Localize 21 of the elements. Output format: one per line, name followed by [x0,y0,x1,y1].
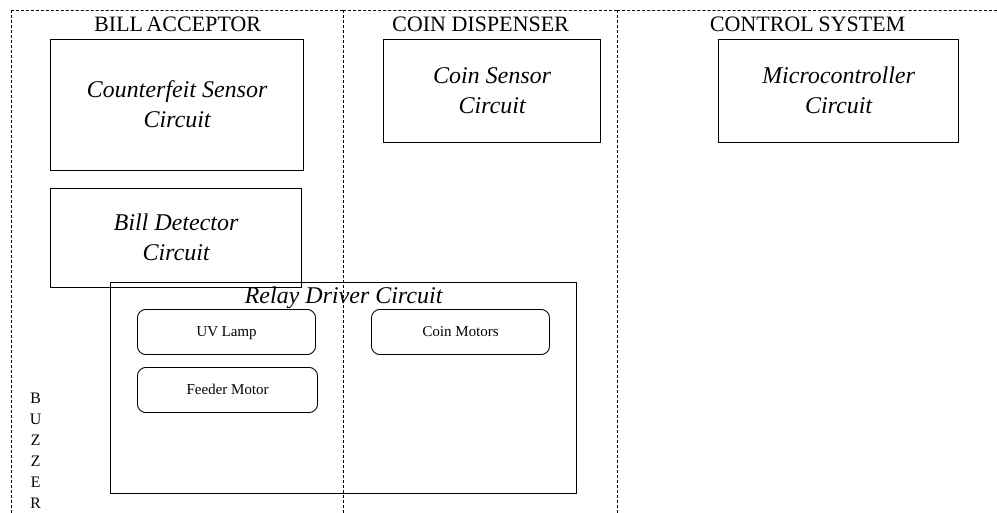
circuit-box [50,188,302,288]
device-box [137,309,316,355]
box-label: Coin Motors [422,324,499,340]
region-heading: CONTROL SYSTEM [708,11,906,37]
vertical-label: BUZZER [27,390,43,513]
box-label: Coin Sensor Circuit [432,62,552,121]
box-label: Counterfeit Sensor Circuit [86,76,268,135]
box-label: Bill Detector Circuit [112,209,240,268]
box-label: UV Lamp [196,324,257,340]
device-box [137,367,318,413]
region-heading: COIN DISPENSER [391,11,570,37]
circuit-box [50,39,304,171]
box-label: Relay Driver Circuit [244,283,444,310]
box-label: Feeder Motor [186,382,269,398]
box-label: Microcontroller Circuit [760,62,916,121]
circuit-box [718,39,959,143]
circuit-box [110,282,577,494]
dashed-region [617,10,997,513]
region-heading: BILL ACCEPTOR [93,11,262,37]
circuit-box [383,39,601,143]
device-box [371,309,550,355]
